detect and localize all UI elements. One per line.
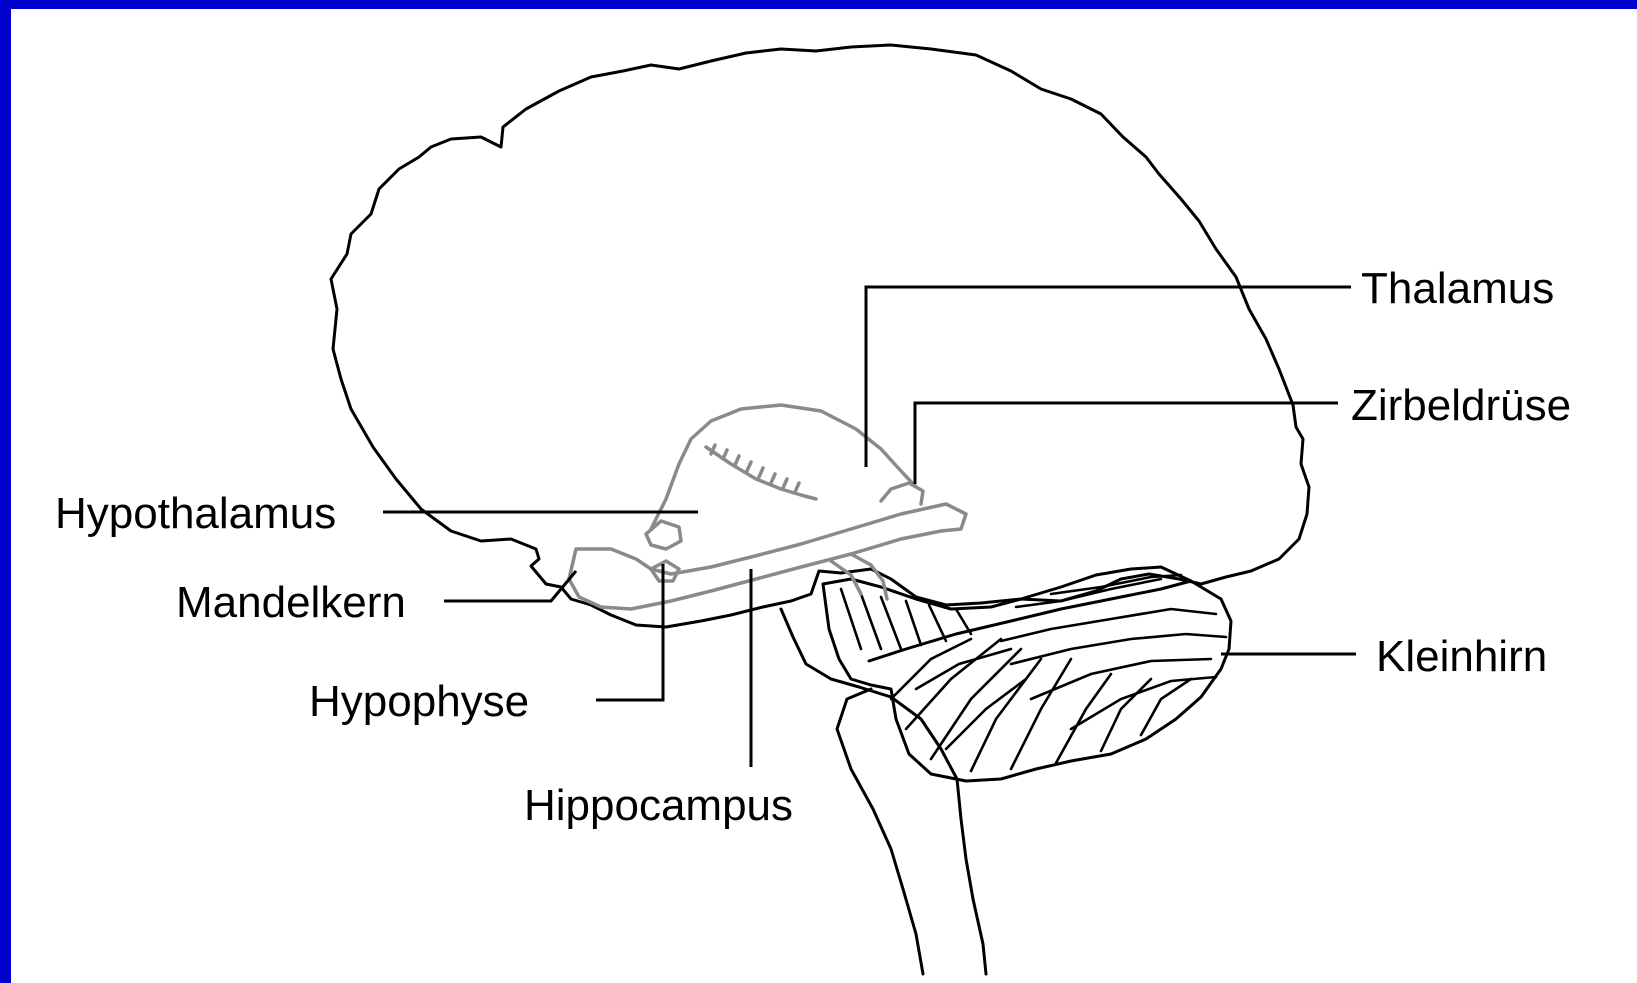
- brainstem: [781, 609, 986, 974]
- label-kleinhirn: Kleinhirn: [1376, 632, 1547, 681]
- label-zirbeldruse: Zirbeldrüse: [1351, 381, 1571, 430]
- label-hippocampus: Hippocampus: [524, 781, 793, 830]
- label-hypophyse: Hypophyse: [309, 677, 529, 726]
- labels: Thalamus Zirbeldrüse Hypothalamus Mandel…: [55, 264, 1571, 830]
- zirbeldruse-leader: [915, 403, 1338, 484]
- label-hypothalamus: Hypothalamus: [55, 489, 336, 538]
- diagram-frame: Thalamus Zirbeldrüse Hypothalamus Mandel…: [11, 9, 1637, 983]
- label-thalamus: Thalamus: [1361, 264, 1554, 313]
- hypophyse-leader: [596, 564, 663, 700]
- thalamus-leader: [866, 287, 1351, 467]
- label-mandelkern: Mandelkern: [176, 578, 406, 627]
- limbic-structures: [569, 405, 966, 609]
- brain-diagram: Thalamus Zirbeldrüse Hypothalamus Mandel…: [11, 9, 1637, 983]
- cerebellum-folia: [841, 575, 1226, 771]
